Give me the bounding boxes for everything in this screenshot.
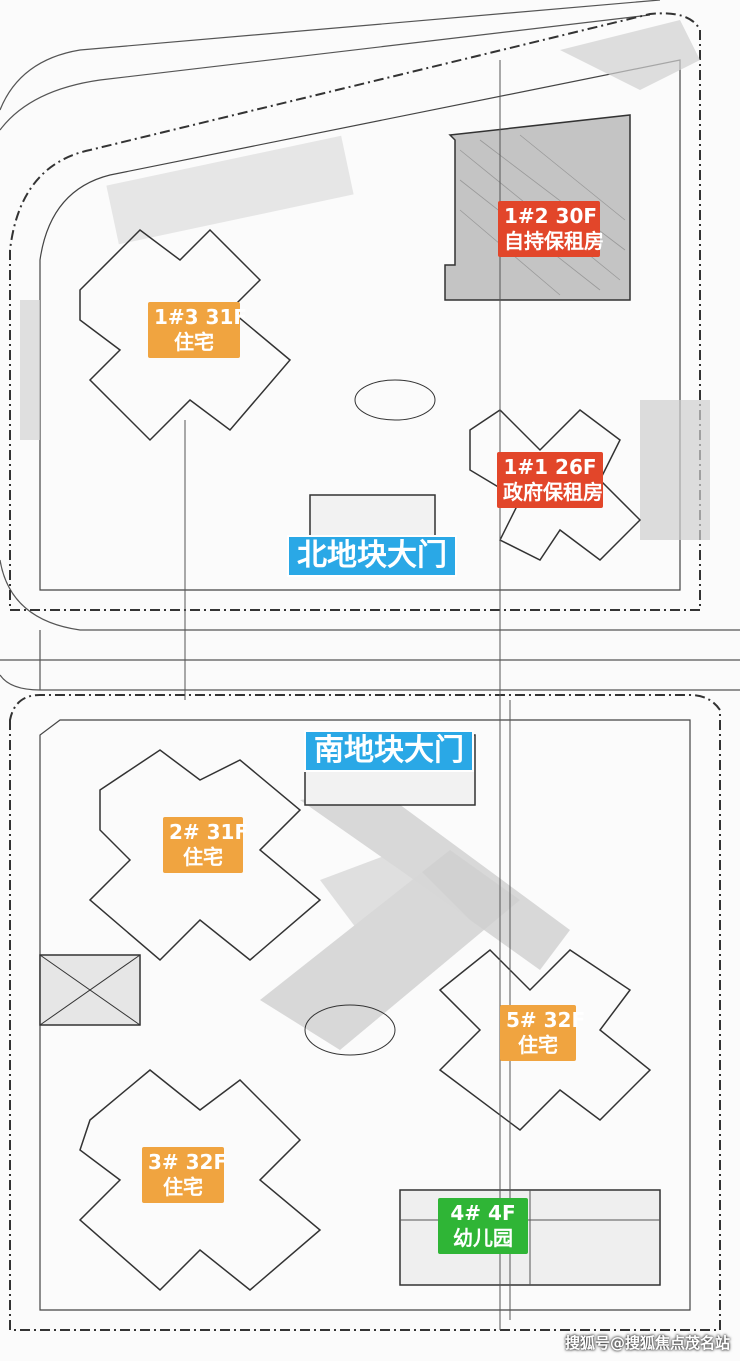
building-3-footprint [78,1069,322,1292]
building-4-label: 4# 4F 幼儿园 [438,1198,528,1254]
north-gate-label: 北地块大门 [287,535,457,577]
building-3-use: 住宅 [163,1175,203,1199]
building-2-use: 住宅 [183,845,223,869]
building-1-3-label: 1#3 31F 住宅 [148,302,248,358]
building-3-label: 3# 32F 住宅 [142,1147,228,1203]
building-1-3-number: 1#3 31F [154,305,248,329]
building-1-1-use: 政府保租房 [503,480,603,504]
south-parcel [9,694,721,1331]
building-2-footprint [88,749,322,962]
south-gate-label: 南地块大门 [304,730,474,772]
building-1-1-number: 1#1 26F [503,455,597,479]
road-lines [0,0,740,691]
building-4-number: 4# 4F [450,1201,516,1225]
building-1-2-number: 1#2 30F [504,204,598,228]
north-feature-ellipse [354,379,436,421]
building-5-footprint [438,948,652,1131]
building-1-2-use: 自持保租房 [504,229,604,253]
building-5-number: 5# 32F [506,1008,586,1032]
watermark: 搜狐号@搜狐焦点茂名站 [564,1334,730,1352]
building-5-use: 住宅 [518,1033,558,1057]
building-5-label: 5# 32F 住宅 [500,1005,586,1061]
building-3-number: 3# 32F [148,1150,228,1174]
building-2-number: 2# 31F [169,820,249,844]
building-4-use: 幼儿园 [453,1226,513,1250]
building-1-3-footprint [79,228,292,442]
building-1-3-use: 住宅 [174,330,214,354]
building-1-1-label: 1#1 26F 政府保租房 [497,452,603,508]
south-feature-ellipse [304,1004,396,1056]
north-parcel [9,12,710,611]
building-2-label: 2# 31F 住宅 [163,817,249,873]
building-1-2-label: 1#2 30F 自持保租房 [498,201,604,257]
